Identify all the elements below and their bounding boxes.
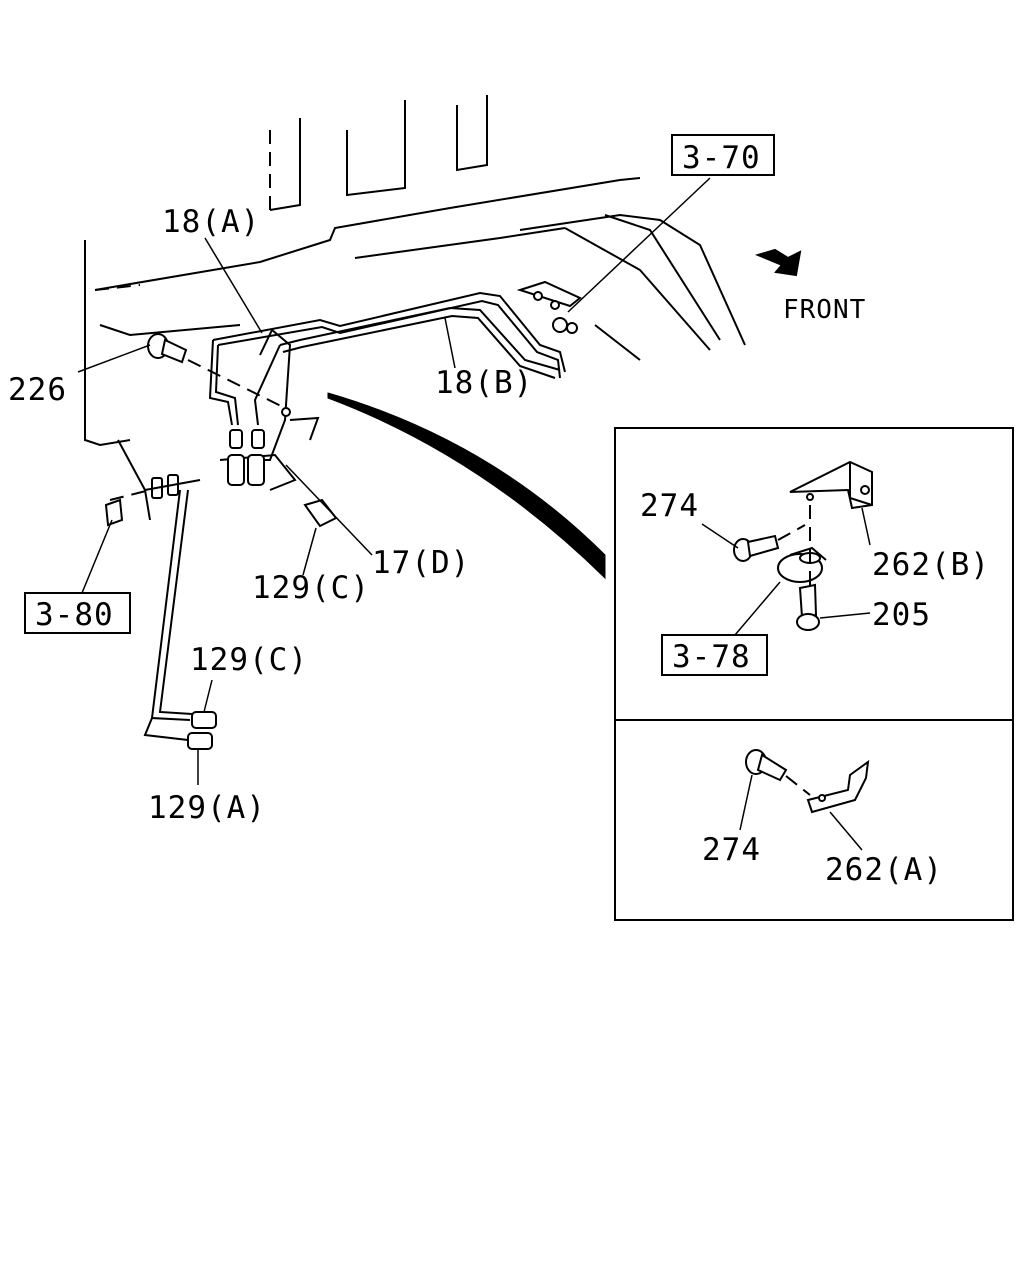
label-ref-3-70: 3-70 [682, 140, 761, 176]
label-262a: 262(A) [825, 852, 943, 888]
bolt-226 [147, 333, 286, 409]
label-front: FRONT [783, 295, 866, 325]
brake-pipe-18a [208, 291, 566, 426]
ref-box-3-80 [24, 592, 131, 634]
union-129a [187, 732, 213, 750]
ref-box-3-78 [661, 634, 768, 676]
left-bracket-3-80 [104, 474, 201, 527]
label-129c-upper: 129(C) [252, 570, 370, 606]
bolt-205 [796, 505, 820, 631]
rear-connector-bracket [516, 280, 582, 334]
label-274-lower: 274 [702, 832, 761, 868]
label-17d: 17(D) [372, 545, 470, 581]
vehicle-body-outline [84, 95, 746, 521]
bolt-274-lower [745, 749, 811, 796]
label-205: 205 [872, 597, 931, 633]
label-274-upper: 274 [640, 488, 699, 524]
bolt-274-upper [733, 524, 806, 562]
front-arrow-icon [755, 248, 802, 277]
brake-pipe-18b [253, 306, 561, 426]
label-ref-3-78: 3-78 [672, 639, 751, 675]
leader-lines [77, 177, 711, 785]
label-18b: 18(B) [435, 365, 533, 401]
label-226: 226 [8, 372, 67, 408]
union-129c-lower [191, 711, 217, 729]
label-129a: 129(A) [148, 790, 266, 826]
label-262b: 262(B) [872, 547, 990, 583]
brake-pipe-lower [143, 489, 193, 741]
detail-panel [614, 427, 1014, 921]
bracket-262b [789, 460, 873, 510]
label-ref-3-80: 3-80 [35, 597, 114, 633]
label-18a: 18(A) [162, 204, 260, 240]
ref-box-3-70 [671, 134, 775, 176]
label-129c-lower: 129(C) [190, 642, 308, 678]
distribution-block-17d [219, 328, 320, 491]
bracket-262a [806, 759, 870, 814]
detail-callout-arrow [327, 392, 606, 580]
